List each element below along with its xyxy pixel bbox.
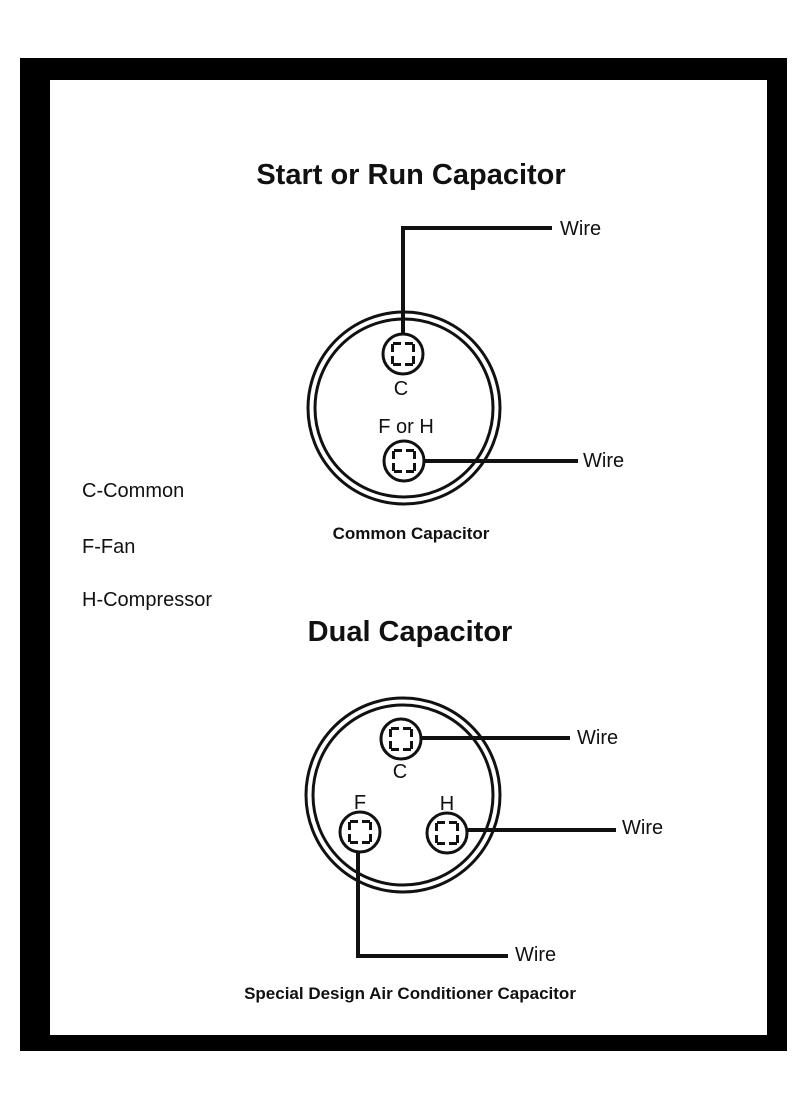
legend-item-fan: F-Fan [82,536,135,558]
single-bottom-wire-label: Wire [583,450,624,472]
single-capacitor-caption: Common Capacitor [333,524,490,543]
dual-terminal-f [338,810,382,854]
dual-terminal-f-label: F [354,792,366,814]
single-top-wire-label: Wire [560,218,601,240]
dual-f-wire-label: Wire [515,944,556,966]
single-terminal-f-or-h-label: F or H [378,416,434,438]
single-terminal-c [381,332,425,376]
dual-terminal-h-label: H [440,793,454,815]
single-terminal-c-label: C [394,378,408,400]
legend-item-common: C-Common [82,480,184,502]
single-terminal-f-or-h [382,439,426,483]
dual-h-wire-label: Wire [622,817,663,839]
dual-capacitor-body [304,696,502,894]
dual-terminal-c-label: C [393,761,407,783]
dual-capacitor-title: Dual Capacitor [308,616,513,648]
dual-terminal-c [379,717,423,761]
dual-terminal-h [425,811,469,855]
dual-c-wire-label: Wire [577,727,618,749]
single-top-wire [401,226,552,335]
legend-item-compressor: H-Compressor [82,589,212,611]
single-capacitor-title: Start or Run Capacitor [256,159,565,191]
diagram-panel [50,80,767,1035]
dual-f-wire [356,848,508,958]
dual-capacitor-caption: Special Design Air Conditioner Capacitor [244,984,576,1003]
